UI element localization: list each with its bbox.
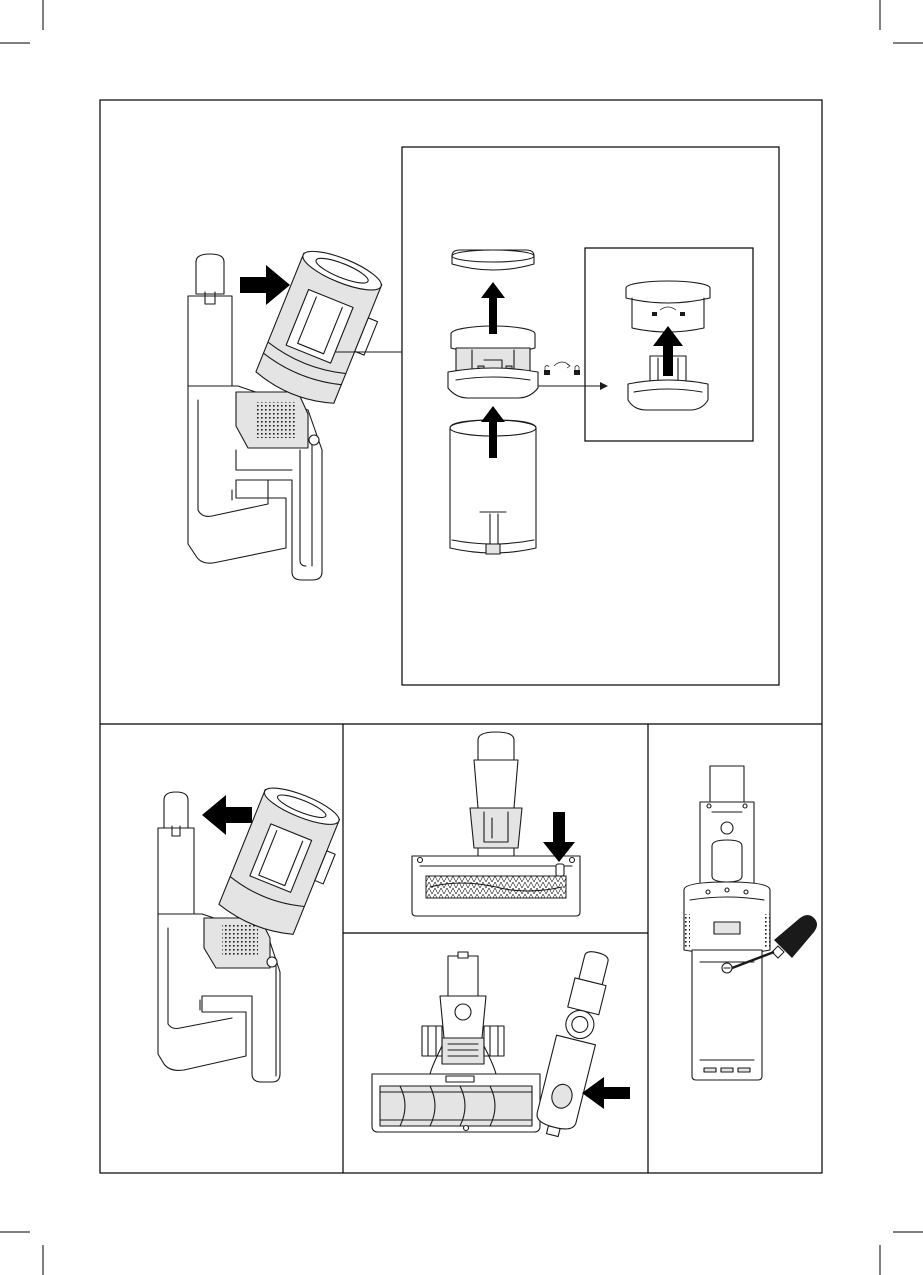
remove-end-cap-arrow-icon <box>582 1077 630 1109</box>
brush-roll-icon <box>372 948 617 1140</box>
stick-vacuum-body-icon <box>188 244 402 580</box>
attach-arrow-icon <box>202 795 252 835</box>
stick-vacuum-body-icon <box>158 781 351 1082</box>
figure-dustbin-reattach <box>158 781 351 1082</box>
figure-dustbin-release <box>188 244 402 580</box>
press-button-arrow-icon <box>543 812 575 862</box>
stick-vacuum-body-icon <box>684 766 770 1080</box>
release-arrow-icon <box>240 265 290 305</box>
figure-brush-release-button <box>412 732 580 916</box>
figure-filter-unlock-detail <box>626 281 710 410</box>
figure-battery-screw <box>684 766 817 1080</box>
lock-unlock-icon <box>544 362 580 375</box>
figure-dustbin-disassembly <box>448 250 608 554</box>
figure-brush-roll-removal <box>372 948 630 1140</box>
dustbin-exploded-icon <box>448 250 608 554</box>
